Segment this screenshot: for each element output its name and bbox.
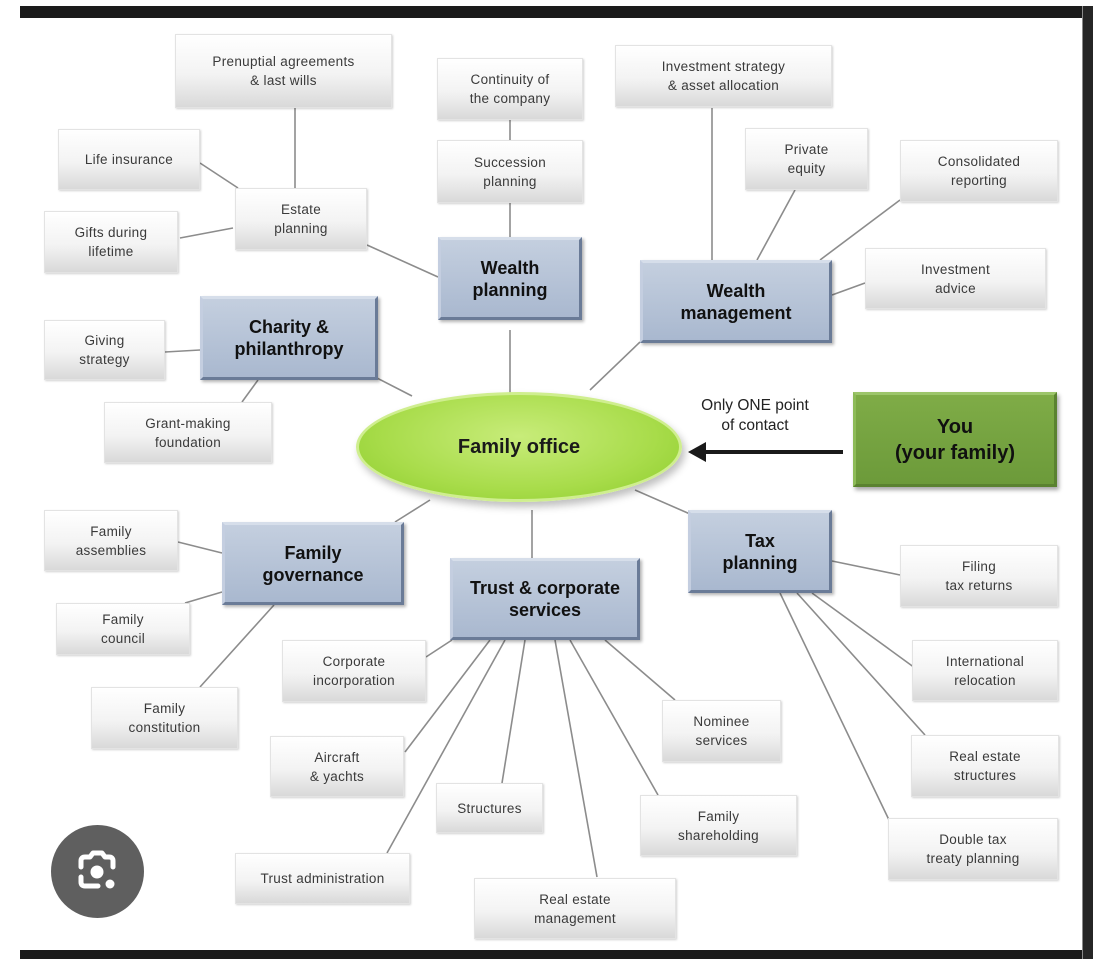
edge-trust-shareholding bbox=[569, 639, 659, 796]
edge-trust-realestate bbox=[554, 639, 598, 878]
leaf-double-tax-treaty: Double tax treaty planning bbox=[888, 818, 1058, 880]
edge-charity-grant bbox=[241, 379, 259, 403]
edge-center-governance bbox=[394, 499, 431, 523]
edge-trust-nominee bbox=[604, 639, 676, 701]
edge-wm-advice bbox=[831, 282, 866, 296]
edge-center-tax bbox=[634, 489, 691, 515]
hub-trust-corporate-services: Trust & corporate services bbox=[450, 558, 640, 640]
edge-trust-corporate bbox=[425, 639, 453, 658]
edge-tax-realestate bbox=[796, 592, 926, 736]
family-office-label: Family office bbox=[457, 435, 581, 458]
edge-tax-international bbox=[811, 592, 916, 669]
leaf-filing-tax-returns: Filing tax returns bbox=[900, 545, 1058, 607]
edge-wm-pe bbox=[756, 189, 796, 261]
edge-trust-aircraft bbox=[404, 639, 491, 753]
edge-wp-estate bbox=[366, 244, 439, 278]
hub-tax-planning: Tax planning bbox=[688, 510, 832, 593]
edge-trust-admin bbox=[386, 639, 506, 854]
edge-estate-life bbox=[199, 162, 239, 189]
edge-center-wealth-management bbox=[589, 341, 641, 391]
edge-gov-constitution bbox=[199, 604, 275, 688]
leaf-family-council: Family council bbox=[56, 603, 190, 655]
leaf-international-relocation: International relocation bbox=[912, 640, 1058, 701]
hub-charity-philanthropy: Charity & philanthropy bbox=[200, 296, 378, 380]
edge-wm-consolidated bbox=[819, 199, 901, 261]
hub-family-governance: Family governance bbox=[222, 522, 404, 605]
google-lens-icon bbox=[78, 850, 116, 889]
edge-estate-gifts bbox=[179, 227, 234, 239]
leaf-succession: Succession planning bbox=[437, 140, 583, 203]
leaf-giving-strategy: Giving strategy bbox=[44, 320, 165, 380]
leaf-family-assemblies: Family assemblies bbox=[44, 510, 178, 571]
leaf-real-estate-management: Real estate management bbox=[474, 878, 676, 939]
leaf-continuity: Continuity of the company bbox=[437, 58, 583, 120]
edge-gov-assemblies bbox=[177, 541, 223, 554]
top-frame-bar bbox=[20, 6, 1092, 18]
right-frame-bar bbox=[1082, 6, 1093, 959]
leaf-private-equity: Private equity bbox=[745, 128, 868, 190]
leaf-aircraft-yachts: Aircraft & yachts bbox=[270, 736, 404, 797]
leaf-gifts-lifetime: Gifts during lifetime bbox=[44, 211, 178, 273]
leaf-grant-making: Grant-making foundation bbox=[104, 402, 272, 463]
hub-wealth-management: Wealth management bbox=[640, 260, 832, 343]
arrow-to-family-office bbox=[688, 442, 843, 462]
edge-trust-structures bbox=[501, 639, 526, 784]
leaf-structures: Structures bbox=[436, 783, 543, 833]
leaf-life-insurance: Life insurance bbox=[58, 129, 200, 190]
leaf-prenuptial: Prenuptial agreements & last wills bbox=[175, 34, 392, 108]
leaf-family-shareholding: Family shareholding bbox=[640, 795, 797, 856]
hub-wealth-planning: Wealth planning bbox=[438, 237, 582, 320]
edge-center-charity bbox=[374, 376, 413, 397]
edge-charity-giving bbox=[164, 349, 201, 353]
leaf-nominee-services: Nominee services bbox=[662, 700, 781, 762]
edge-tax-double bbox=[779, 592, 891, 823]
leaf-investment-advice: Investment advice bbox=[865, 248, 1046, 309]
google-lens-button[interactable] bbox=[51, 825, 144, 918]
leaf-corporate-incorporation: Corporate incorporation bbox=[282, 640, 426, 702]
leaf-consolidated-reporting: Consolidated reporting bbox=[900, 140, 1058, 202]
node-estate-planning: Estate planning bbox=[235, 188, 367, 250]
you-your-family-node: You (your family) bbox=[853, 392, 1057, 487]
leaf-real-estate-structures: Real estate structures bbox=[911, 735, 1059, 797]
leaf-trust-administration: Trust administration bbox=[235, 853, 410, 904]
contact-note: Only ONE point of contact bbox=[701, 397, 809, 434]
family-office-node: Family office bbox=[356, 392, 682, 502]
bottom-frame-bar bbox=[20, 950, 1092, 959]
leaf-family-constitution: Family constitution bbox=[91, 687, 238, 749]
edge-gov-council bbox=[184, 591, 223, 604]
edge-tax-filing bbox=[831, 560, 901, 576]
leaf-investment-strategy: Investment strategy & asset allocation bbox=[615, 45, 832, 107]
